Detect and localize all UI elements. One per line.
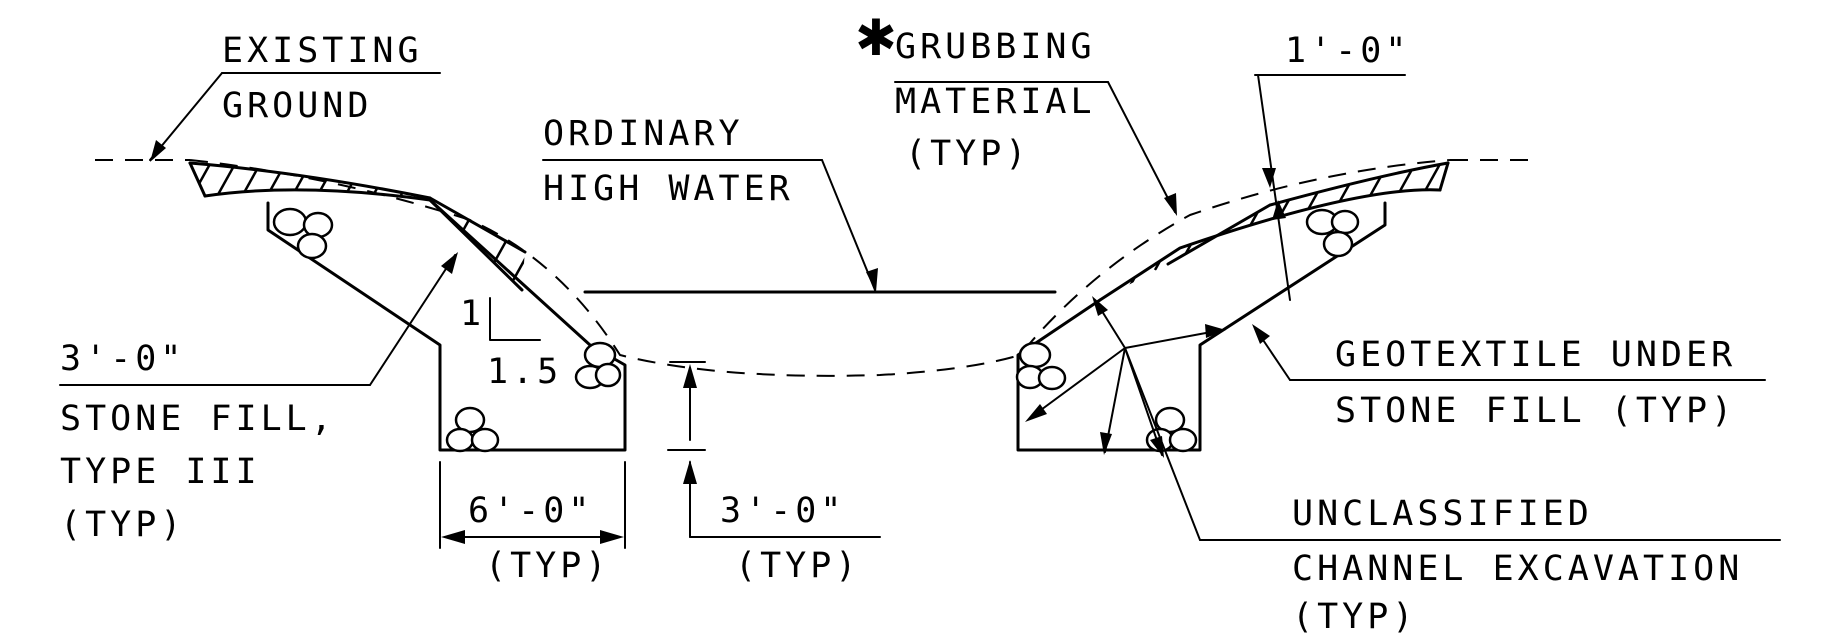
svg-text:1.5: 1.5 [487, 352, 562, 392]
grubbing-leader [894, 81, 1177, 216]
svg-text:(TYP): (TYP) [735, 546, 860, 586]
svg-text:(TYP): (TYP) [1292, 597, 1417, 634]
svg-text:(TYP): (TYP) [905, 134, 1030, 174]
one-foot-dimension [1254, 74, 1406, 301]
slope-label: 1 1.5 [460, 294, 562, 392]
right-stone-fill-section [1016, 201, 1387, 452]
svg-text:3'-0": 3'-0" [60, 339, 185, 379]
svg-text:✱: ✱ [855, 9, 897, 67]
geotextile-label: GEOTEXTILE UNDER STONE FILL (TYP) [1335, 335, 1736, 431]
svg-text:(TYP): (TYP) [60, 505, 185, 545]
one-foot-label: 1'-0" [1285, 31, 1410, 71]
excavation-leaders [1025, 296, 1781, 541]
svg-text:(TYP): (TYP) [485, 546, 610, 586]
svg-text:ORDINARY: ORDINARY [543, 114, 744, 154]
right-rocks [1015, 208, 1360, 453]
svg-text:GEOTEXTILE UNDER: GEOTEXTILE UNDER [1335, 335, 1736, 375]
svg-text:6'-0": 6'-0" [468, 491, 593, 531]
grubbing-label: ✱ GRUBBING MATERIAL (TYP) [855, 9, 1096, 174]
existing-ground-label: EXISTING GROUND [222, 31, 423, 126]
excavation-label: UNCLASSIFIED CHANNEL EXCAVATION (TYP) [1292, 494, 1743, 634]
left-grubbing-hatch [188, 161, 527, 292]
left-rocks [272, 207, 622, 453]
slope-indicator [489, 297, 541, 341]
stone-fill-leader [59, 252, 458, 386]
stone-fill-label: 3'-0" STONE FILL, TYPE III (TYP) [60, 339, 336, 545]
depth-label: 3'-0" (TYP) [720, 491, 860, 586]
depth-dimension [667, 361, 881, 538]
bottom-width-label: 6'-0" (TYP) [468, 491, 610, 586]
svg-text:GRUBBING: GRUBBING [895, 27, 1096, 67]
ordinary-high-water-label: ORDINARY HIGH WATER [543, 114, 794, 209]
svg-text:UNCLASSIFIED: UNCLASSIFIED [1292, 494, 1593, 534]
svg-text:HIGH WATER: HIGH WATER [543, 169, 794, 209]
svg-text:GROUND: GROUND [222, 86, 372, 126]
right-grubbing-hatch [1098, 161, 1450, 302]
svg-text:STONE FILL (TYP): STONE FILL (TYP) [1335, 391, 1736, 431]
svg-text:1: 1 [460, 294, 485, 334]
svg-text:TYPE III: TYPE III [60, 452, 261, 492]
geotextile-leader [1252, 324, 1766, 381]
ordinary-high-water-leader [542, 159, 878, 292]
bottom-width-dimension [439, 461, 626, 549]
svg-text:CHANNEL EXCAVATION: CHANNEL EXCAVATION [1292, 549, 1743, 589]
svg-text:MATERIAL: MATERIAL [895, 82, 1096, 122]
svg-text:EXISTING: EXISTING [222, 31, 423, 71]
existing-ground-leader [149, 72, 441, 162]
svg-text:STONE FILL,: STONE FILL, [60, 399, 336, 439]
svg-text:3'-0": 3'-0" [720, 491, 845, 531]
